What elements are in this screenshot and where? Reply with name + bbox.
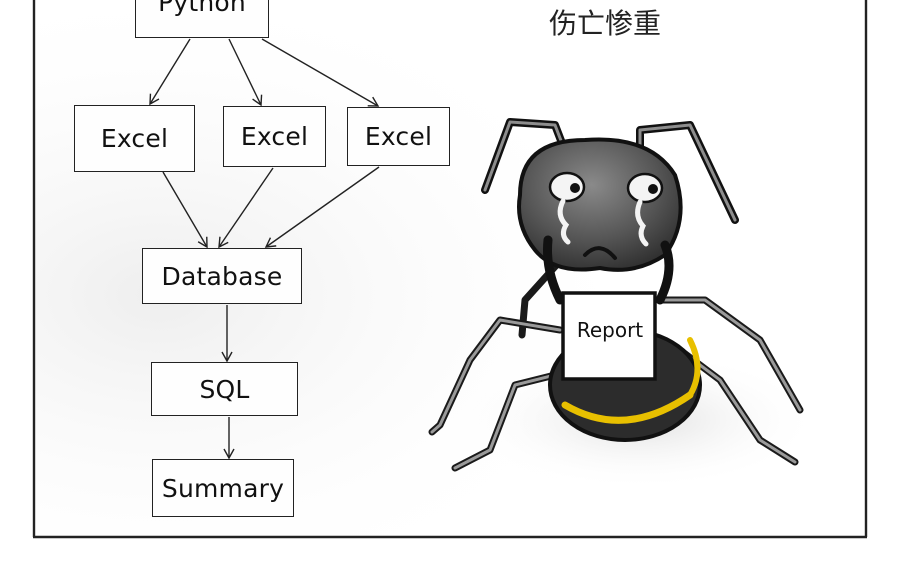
arrow-python-excel-2 xyxy=(228,38,263,107)
arrow-python-excel-3 xyxy=(261,38,380,107)
arrow-excel-2-database xyxy=(218,167,274,249)
node-excel-3: Excel xyxy=(347,107,450,166)
panel-caption: 伤亡惨重 xyxy=(548,7,661,40)
report-sign xyxy=(561,291,657,381)
arrow-excel-1-database xyxy=(162,171,208,249)
node-python: Python xyxy=(135,0,269,38)
node-sql: SQL xyxy=(151,362,298,416)
ant-tear-left xyxy=(557,198,571,245)
ant-eye-left xyxy=(548,171,586,203)
node-excel-2: Excel xyxy=(223,106,326,167)
report-sign-label: Report xyxy=(576,318,644,342)
arrow-python-excel-1 xyxy=(149,38,191,106)
node-database: Database xyxy=(142,248,302,304)
ant-tear-right xyxy=(635,199,649,247)
node-excel-1: Excel xyxy=(74,105,195,172)
ant-eye-right xyxy=(626,172,664,204)
arrow-excel-3-database xyxy=(264,166,380,248)
node-summary: Summary xyxy=(152,459,294,517)
